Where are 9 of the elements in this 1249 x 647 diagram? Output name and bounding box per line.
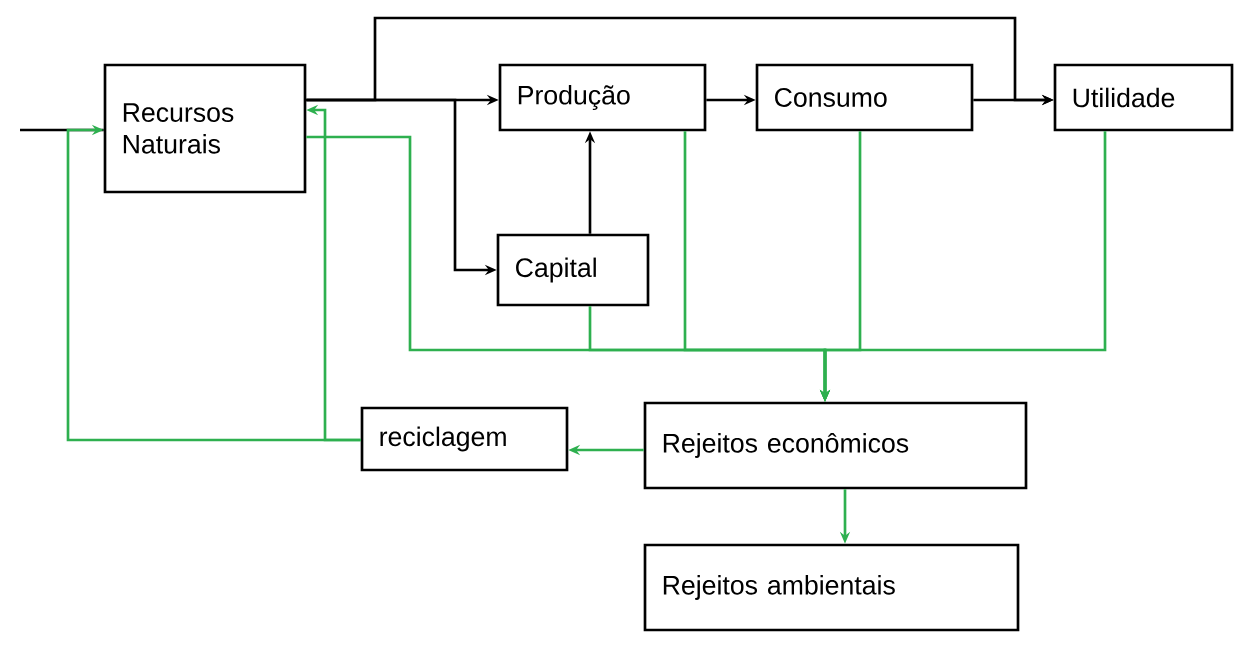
- process-box: Capital: [496, 233, 650, 307]
- process-box: Rejeitos econômicos: [643, 401, 1028, 490]
- process-box: reciclagem: [360, 406, 569, 472]
- process-box: Rejeitos ambientais: [643, 543, 1020, 632]
- process-box: Utilidade: [1053, 63, 1234, 132]
- process-box: Recursos Naturais: [103, 63, 307, 194]
- process-box: Consumo: [755, 63, 974, 132]
- arrow: [66, 124, 361, 442]
- process-box: Produção: [498, 63, 707, 132]
